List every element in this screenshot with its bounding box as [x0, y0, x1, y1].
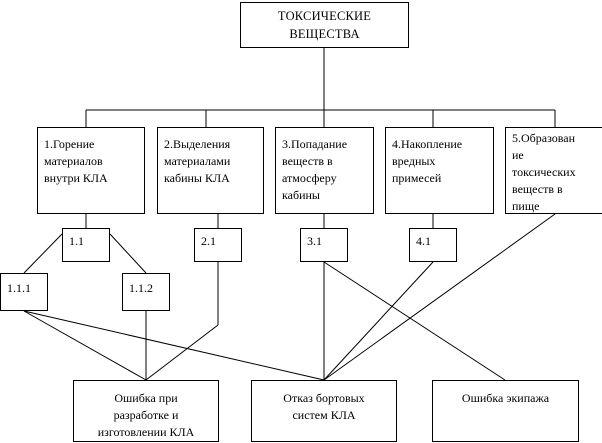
source-node-1: 1.Горение материалов внутри КЛА	[37, 127, 145, 214]
source-node-3: 3.Попадание веществ в атмосферу кабины	[275, 127, 374, 214]
source-node-label: 2.Выделения материалами кабины КЛА	[164, 137, 231, 185]
connector-line	[323, 261, 506, 381]
node-1-1-2: 1.1.2	[122, 273, 170, 311]
node-2-1: 2.1	[194, 228, 242, 262]
cause-node-label: Отказ бортовых систем КЛА	[283, 391, 365, 422]
cause-node-label: Ошибка при разработке и изготовлении КЛА	[97, 391, 195, 439]
connector-line	[323, 261, 434, 381]
connector-line	[145, 324, 219, 381]
node-3-1: 3.1	[300, 228, 348, 262]
node-label: 1.1.1	[7, 281, 31, 295]
node-1-1-1: 1.1.1	[0, 273, 48, 311]
connector-line	[23, 233, 63, 274]
node-label: 3.1	[307, 234, 322, 248]
cause-node-crew-error: Ошибка экипажа	[432, 380, 579, 442]
node-4-1: 4.1	[409, 228, 457, 262]
node-label: 1.1.2	[129, 281, 153, 295]
root-node-toxic-substances: ТОКСИЧЕСКИЕ ВЕЩЕСТВА	[240, 2, 409, 48]
connector-line	[23, 310, 147, 381]
source-node-label: 3.Попадание веществ в атмосферу кабины	[282, 137, 348, 202]
source-node-4: 4.Накопление вредных примесей	[385, 127, 494, 214]
cause-node-label: Ошибка экипажа	[461, 391, 550, 405]
connector-line	[109, 233, 147, 274]
node-label: 4.1	[416, 234, 431, 248]
source-node-2: 2.Выделения материалами кабины КЛА	[157, 127, 264, 214]
node-label: 2.1	[201, 234, 216, 248]
root-node-label: ТОКСИЧЕСКИЕ ВЕЩЕСТВА	[277, 9, 372, 41]
cause-node-system-failure: Отказ бортовых систем КЛА	[251, 380, 397, 442]
connector-line	[323, 213, 556, 381]
source-node-5: 5.Образован ие токсических веществ в пищ…	[505, 127, 602, 214]
node-label: 1.1	[69, 234, 84, 248]
source-node-label: 5.Образован ие токсических веществ в пищ…	[512, 131, 576, 213]
source-node-label: 4.Накопление вредных примесей	[392, 137, 463, 185]
node-1-1: 1.1	[62, 228, 110, 262]
source-node-label: 1.Горение материалов внутри КЛА	[44, 137, 108, 185]
connector-line	[23, 310, 325, 381]
cause-node-design-error: Ошибка при разработке и изготовлении КЛА	[73, 380, 219, 442]
